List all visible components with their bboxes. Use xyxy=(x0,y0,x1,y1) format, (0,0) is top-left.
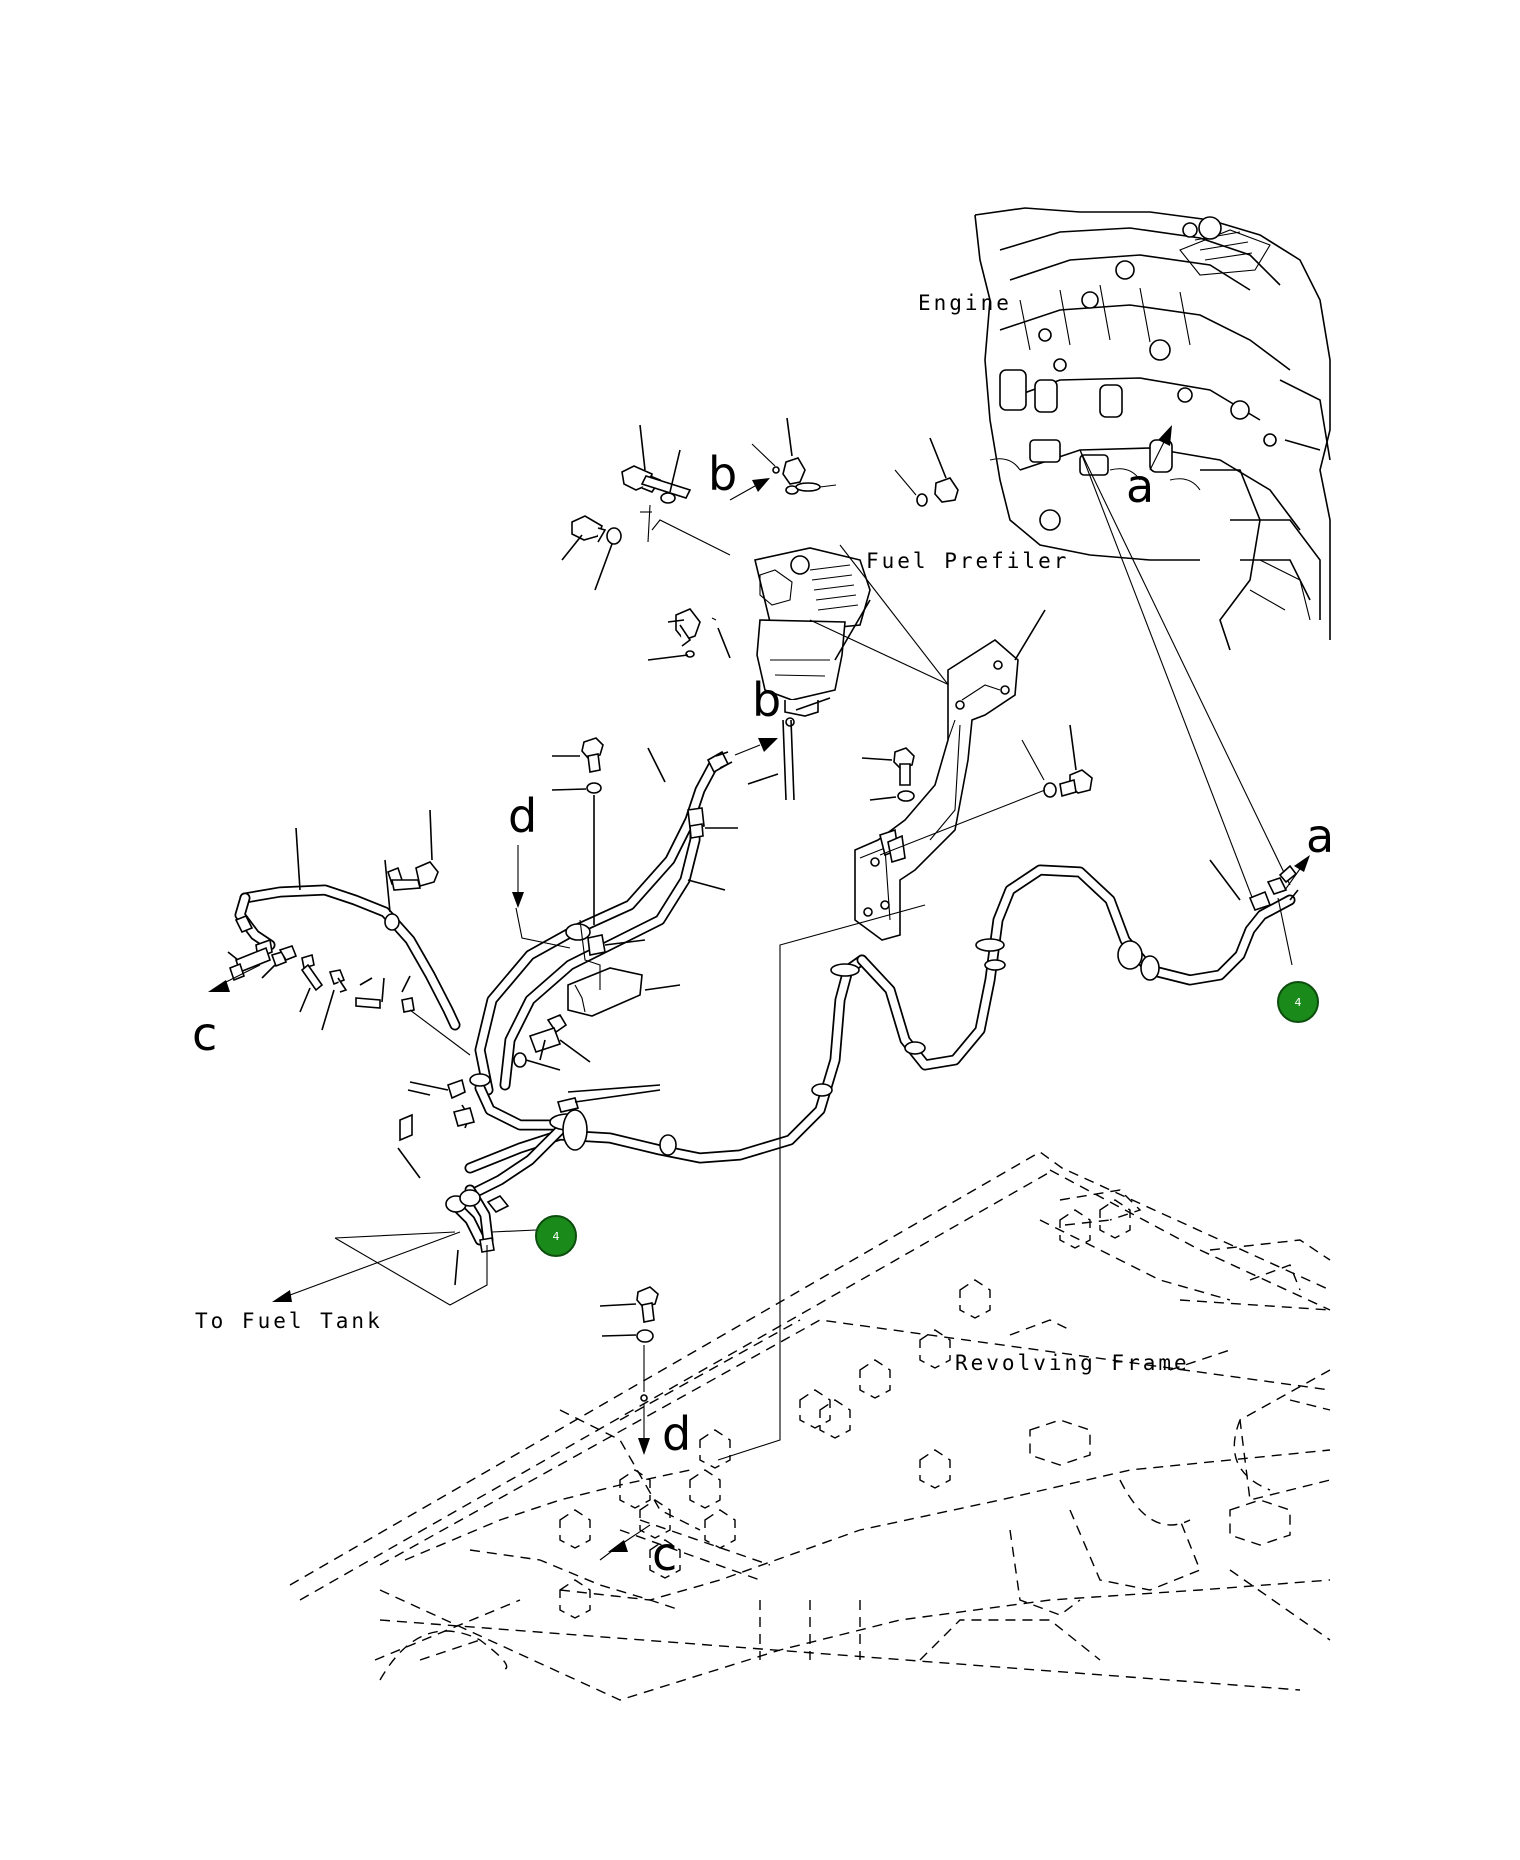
to-fuel-tank-indicator xyxy=(272,1231,488,1306)
hose-clamps xyxy=(234,750,1299,1253)
letter-a-engine: a xyxy=(1126,459,1154,513)
letter-c-frame: c xyxy=(652,1527,677,1581)
to-fuel-tank-label: To Fuel Tank xyxy=(195,1309,383,1333)
engine-label: Engine xyxy=(918,291,1012,315)
leader-bracket-to-frame xyxy=(717,904,926,1461)
connection-c-frame: c xyxy=(599,1524,677,1581)
letter-a-hose: a xyxy=(1306,809,1334,863)
fuel-prefilter xyxy=(754,547,871,727)
connection-b-bottom: b xyxy=(734,673,781,756)
revolving-frame-label: Revolving Frame xyxy=(955,1351,1190,1375)
fuel-hoses xyxy=(234,756,1296,1246)
revolving-frame xyxy=(289,1151,1331,1701)
letter-b-bottom: b xyxy=(752,673,781,727)
leader-engine-to-hose xyxy=(1079,449,1291,886)
connection-a-engine: a xyxy=(1126,425,1172,513)
callout-right-number: 4 xyxy=(1295,996,1302,1009)
connection-d-upper: d xyxy=(508,789,537,908)
letter-b-top: b xyxy=(708,447,737,501)
engine-drawing xyxy=(974,207,1331,651)
connection-a-hose: a xyxy=(1284,809,1334,891)
fuel-prefilter-label: Fuel Prefiler xyxy=(866,549,1069,573)
connection-c-left: c xyxy=(192,964,261,1061)
mounting-bracket xyxy=(854,609,1046,941)
letter-d-lower: d xyxy=(662,1407,691,1461)
callout-tank-hose-end[interactable]: 4 xyxy=(491,1215,577,1257)
letter-c-left: c xyxy=(192,1007,217,1061)
prefilter-hardware xyxy=(561,417,961,801)
left-hardware xyxy=(227,809,475,1127)
support-plate xyxy=(567,919,681,1017)
center-bolts xyxy=(409,737,661,1129)
callout-tank-number: 4 xyxy=(553,1230,560,1243)
callout-right-hose-end[interactable]: 4 xyxy=(1277,897,1319,1023)
letter-d-upper: d xyxy=(508,789,537,843)
frame-bolt xyxy=(599,1286,659,1455)
bracket-hardware xyxy=(861,724,1093,856)
connection-d-lower: d xyxy=(662,1407,691,1461)
connection-b-top: b xyxy=(708,447,770,501)
leader-lines xyxy=(295,599,1241,1286)
